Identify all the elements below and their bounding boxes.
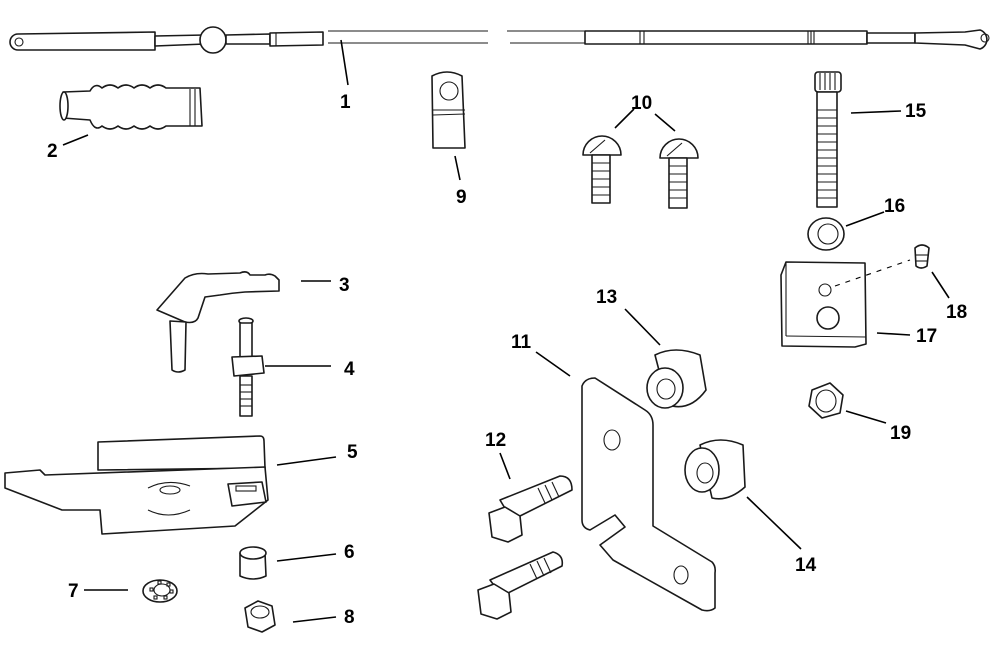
callout-4: 4	[344, 359, 355, 380]
callout-6: 6	[344, 542, 355, 563]
part-lock-nut-19[interactable]	[808, 382, 844, 419]
callout-5: 5	[347, 442, 358, 463]
part-block[interactable]	[780, 261, 867, 348]
part-spacer-6[interactable]	[239, 546, 267, 580]
part-lock-nut-8[interactable]	[244, 600, 276, 633]
leader-lines	[62, 39, 950, 623]
callout-14: 14	[795, 555, 817, 576]
callout-8: 8	[344, 607, 355, 628]
part-cable[interactable]	[9, 26, 990, 54]
part-spacer-14[interactable]	[684, 439, 746, 500]
callout-7: 7	[68, 581, 79, 602]
callout-9: 9	[456, 187, 467, 208]
callout-17: 17	[916, 326, 937, 347]
callout-13: 13	[596, 287, 617, 308]
callout-3: 3	[339, 275, 350, 296]
callout-10: 10	[631, 93, 652, 114]
part-bracket[interactable]	[581, 377, 716, 612]
callout-15: 15	[905, 101, 927, 122]
part-lock-washer[interactable]	[142, 579, 178, 603]
callout-18: 18	[946, 302, 967, 323]
callout-12: 12	[485, 430, 506, 451]
part-washer[interactable]	[807, 217, 845, 251]
callout-11: 11	[511, 332, 532, 353]
part-boot[interactable]	[59, 84, 203, 130]
part-clamp[interactable]	[431, 71, 466, 149]
part-screws[interactable]	[582, 135, 699, 209]
callouts: 1 2 9 10 15 16 18 17 19 3 4 5 6 7 8 11 1…	[47, 92, 967, 628]
part-stud[interactable]	[231, 317, 265, 417]
callout-16: 16	[884, 196, 905, 217]
callout-19: 19	[890, 423, 911, 444]
callout-1: 1	[340, 92, 351, 113]
part-lever[interactable]	[156, 271, 280, 373]
callout-2: 2	[47, 141, 58, 162]
part-bracket-plate[interactable]	[4, 435, 269, 535]
part-bolts[interactable]	[477, 475, 573, 620]
part-socket-screw[interactable]	[814, 71, 842, 208]
part-set-screw[interactable]	[834, 244, 930, 287]
part-spacer-13[interactable]	[646, 349, 707, 409]
